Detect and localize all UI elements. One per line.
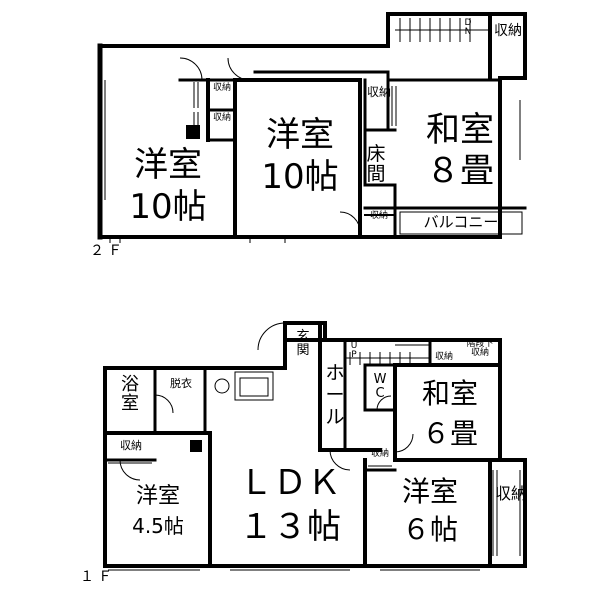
- floor2-japanese-size: ８畳: [426, 151, 494, 191]
- floor1-wc: W C: [373, 372, 387, 401]
- floor2-western-center-size: 10帖: [261, 157, 339, 197]
- floor1-under-stairs-storage: 階段下 収納: [466, 339, 494, 359]
- floor2-western-left-size: 10帖: [129, 187, 207, 227]
- floor2-japanese-name: 和室: [426, 110, 494, 150]
- floor2-details: [104, 18, 523, 243]
- floor2-western-center-name: 洋室: [266, 115, 334, 155]
- floor2-western-left-name: 洋室: [134, 145, 202, 185]
- floor1-storage-small: 収納: [434, 352, 453, 362]
- floor1-washroom: 脱衣: [170, 377, 192, 390]
- floor1-storage-right: 収納: [495, 484, 528, 503]
- floor1-storage-left: 収納: [120, 439, 142, 452]
- floor1-pillar: [190, 440, 202, 452]
- floor2-balcony: バルコニー: [423, 213, 499, 231]
- floor1-entrance: 玄 関: [296, 329, 310, 358]
- floor1-storage-western: 収納: [370, 449, 389, 459]
- floor2-label: ２Ｆ: [90, 243, 126, 259]
- floor1-walls: [103, 321, 527, 568]
- floor1-western-left-size: 4.5帖: [132, 514, 184, 538]
- floor2-tokonoma: 床 間: [366, 143, 386, 185]
- floor2-storage-a: 収納: [212, 83, 231, 93]
- floor2-storage-c: 収納: [367, 85, 392, 99]
- floor1-western-left-name: 洋室: [135, 484, 180, 509]
- floor2-stairs-label: D N: [464, 18, 472, 38]
- floor1-western-right-size: ６帖: [401, 513, 458, 546]
- floor1-stairs-label: U P: [350, 341, 358, 361]
- floor1-label: １Ｆ: [80, 569, 116, 585]
- floor1-bath: 浴 室: [121, 374, 139, 414]
- floor2-storage-b: 収納: [212, 113, 231, 123]
- floor1-ldk-size: １３帖: [239, 507, 341, 547]
- floor1-japanese-size: ６畳: [421, 417, 478, 450]
- floor1-western-right-name: 洋室: [401, 475, 458, 508]
- floor2-storage-d: 収納: [369, 211, 388, 221]
- floor2-storage-stairs: 収納: [494, 23, 522, 39]
- floor1-ldk-name: ＬＤＫ: [239, 463, 341, 503]
- floor1-japanese-name: 和室: [421, 377, 478, 410]
- floor2-pillar: [186, 125, 200, 139]
- floor2-walls: [97, 12, 527, 240]
- floor1-details: [108, 322, 521, 571]
- floor1-hall: ホ ー ル: [325, 362, 345, 428]
